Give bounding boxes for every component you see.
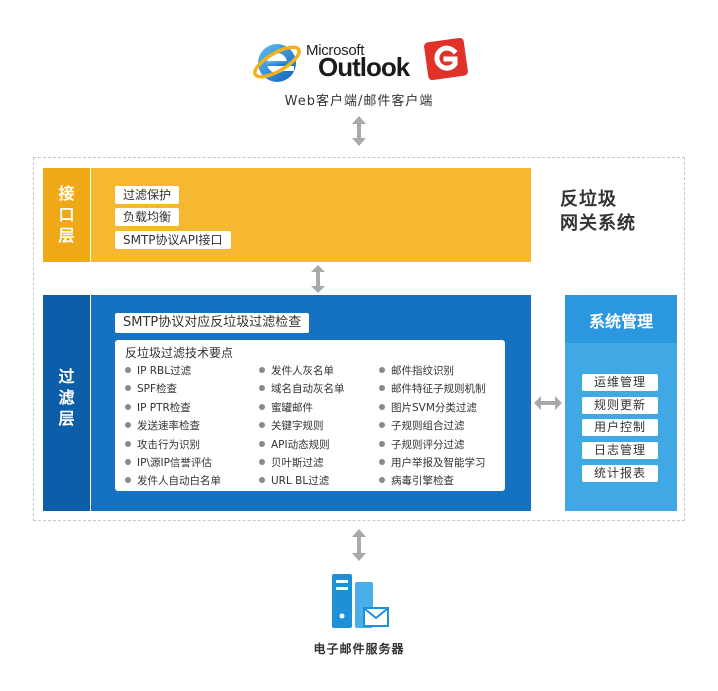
- mail-server-icon: [332, 574, 389, 628]
- tech-point: 蜜罐邮件: [259, 401, 313, 415]
- bidirectional-arrow-icon: [534, 396, 562, 410]
- mgmt-item: 规则更新: [582, 397, 658, 414]
- g-mail-logo-icon: [424, 38, 468, 80]
- filter-layer-side: 过 滤 层: [43, 295, 91, 511]
- tech-point: 用户举报及智能学习: [379, 456, 486, 470]
- tech-point: 关键字规则: [259, 419, 324, 433]
- tech-point: 发件人自动白名单: [125, 474, 221, 488]
- gateway-title-line: 网关系统: [560, 213, 636, 234]
- tech-point: 子规则组合过滤: [379, 419, 465, 433]
- tech-point: 邮件特征子规则机制: [379, 382, 486, 396]
- filter-layer-title-char: 滤: [58, 388, 75, 407]
- outlook-text: Outlook: [318, 52, 410, 82]
- tech-point: URL BL过滤: [259, 474, 329, 488]
- gateway-title-line: 反垃圾: [560, 189, 617, 210]
- microsoft-text: Microsoft: [306, 42, 365, 59]
- interface-item: SMTP协议API接口: [115, 231, 231, 249]
- tech-point: 邮件指纹识别: [379, 364, 454, 378]
- tech-point: 病毒引擎检查: [379, 474, 454, 488]
- tech-point: 域名自动灰名单: [259, 382, 345, 396]
- bidirectional-arrow-icon: [311, 265, 325, 293]
- tech-point: IP PTR检查: [125, 401, 191, 415]
- tech-point: IP RBL过滤: [125, 364, 191, 378]
- bidirectional-arrow-icon: [352, 116, 366, 146]
- interface-layer-side: 接 口 层: [43, 168, 91, 262]
- tech-point: 图片SVM分类过滤: [379, 401, 477, 415]
- mgmt-item: 运维管理: [582, 374, 658, 391]
- interface-item: 负载均衡: [115, 208, 180, 226]
- mgmt-item: 用户控制: [582, 419, 658, 436]
- tech-point: SPF检查: [125, 382, 177, 396]
- mgmt-item: 日志管理: [582, 442, 658, 459]
- filter-layer-title-char: 层: [58, 409, 75, 428]
- tech-point: 贝叶斯过滤: [259, 456, 324, 470]
- tech-point: 发件人灰名单: [259, 364, 334, 378]
- interface-layer-title-char: 层: [58, 226, 75, 245]
- mail-server-label: 电子邮件服务器: [313, 642, 405, 656]
- tech-point: IP\源IP信誉评估: [125, 456, 212, 470]
- interface-layer-title-char: 接: [58, 184, 75, 203]
- tech-point: 子规则评分过滤: [379, 438, 465, 452]
- gateway-title: 反垃圾 网关系统: [560, 188, 670, 236]
- tech-point: 发送速率检查: [125, 419, 200, 433]
- bidirectional-arrow-icon: [352, 529, 366, 561]
- mgmt-item: 统计报表: [582, 465, 658, 482]
- interface-layer-title-char: 口: [58, 205, 75, 224]
- filter-layer-title-char: 过: [58, 367, 75, 386]
- system-management-header: 系统管理: [565, 295, 677, 343]
- internet-explorer-icon: [253, 44, 301, 82]
- interface-item: 过滤保护: [115, 186, 180, 204]
- tech-point: API动态规则: [259, 438, 330, 452]
- client-label: Web客户端/邮件客户端: [284, 94, 434, 109]
- tech-points-panel: 反垃圾过滤技术要点 IP RBL过滤 SPF检查 IP PTR检查 发送速率检查…: [115, 340, 505, 491]
- gateway-system-box: [33, 157, 685, 521]
- smtp-filter-check: SMTP协议对应反垃圾过滤检查: [115, 313, 310, 333]
- tech-point: 攻击行为识别: [125, 438, 200, 452]
- tech-points-title: 反垃圾过滤技术要点: [125, 346, 234, 360]
- system-management-title: 系统管理: [588, 312, 653, 331]
